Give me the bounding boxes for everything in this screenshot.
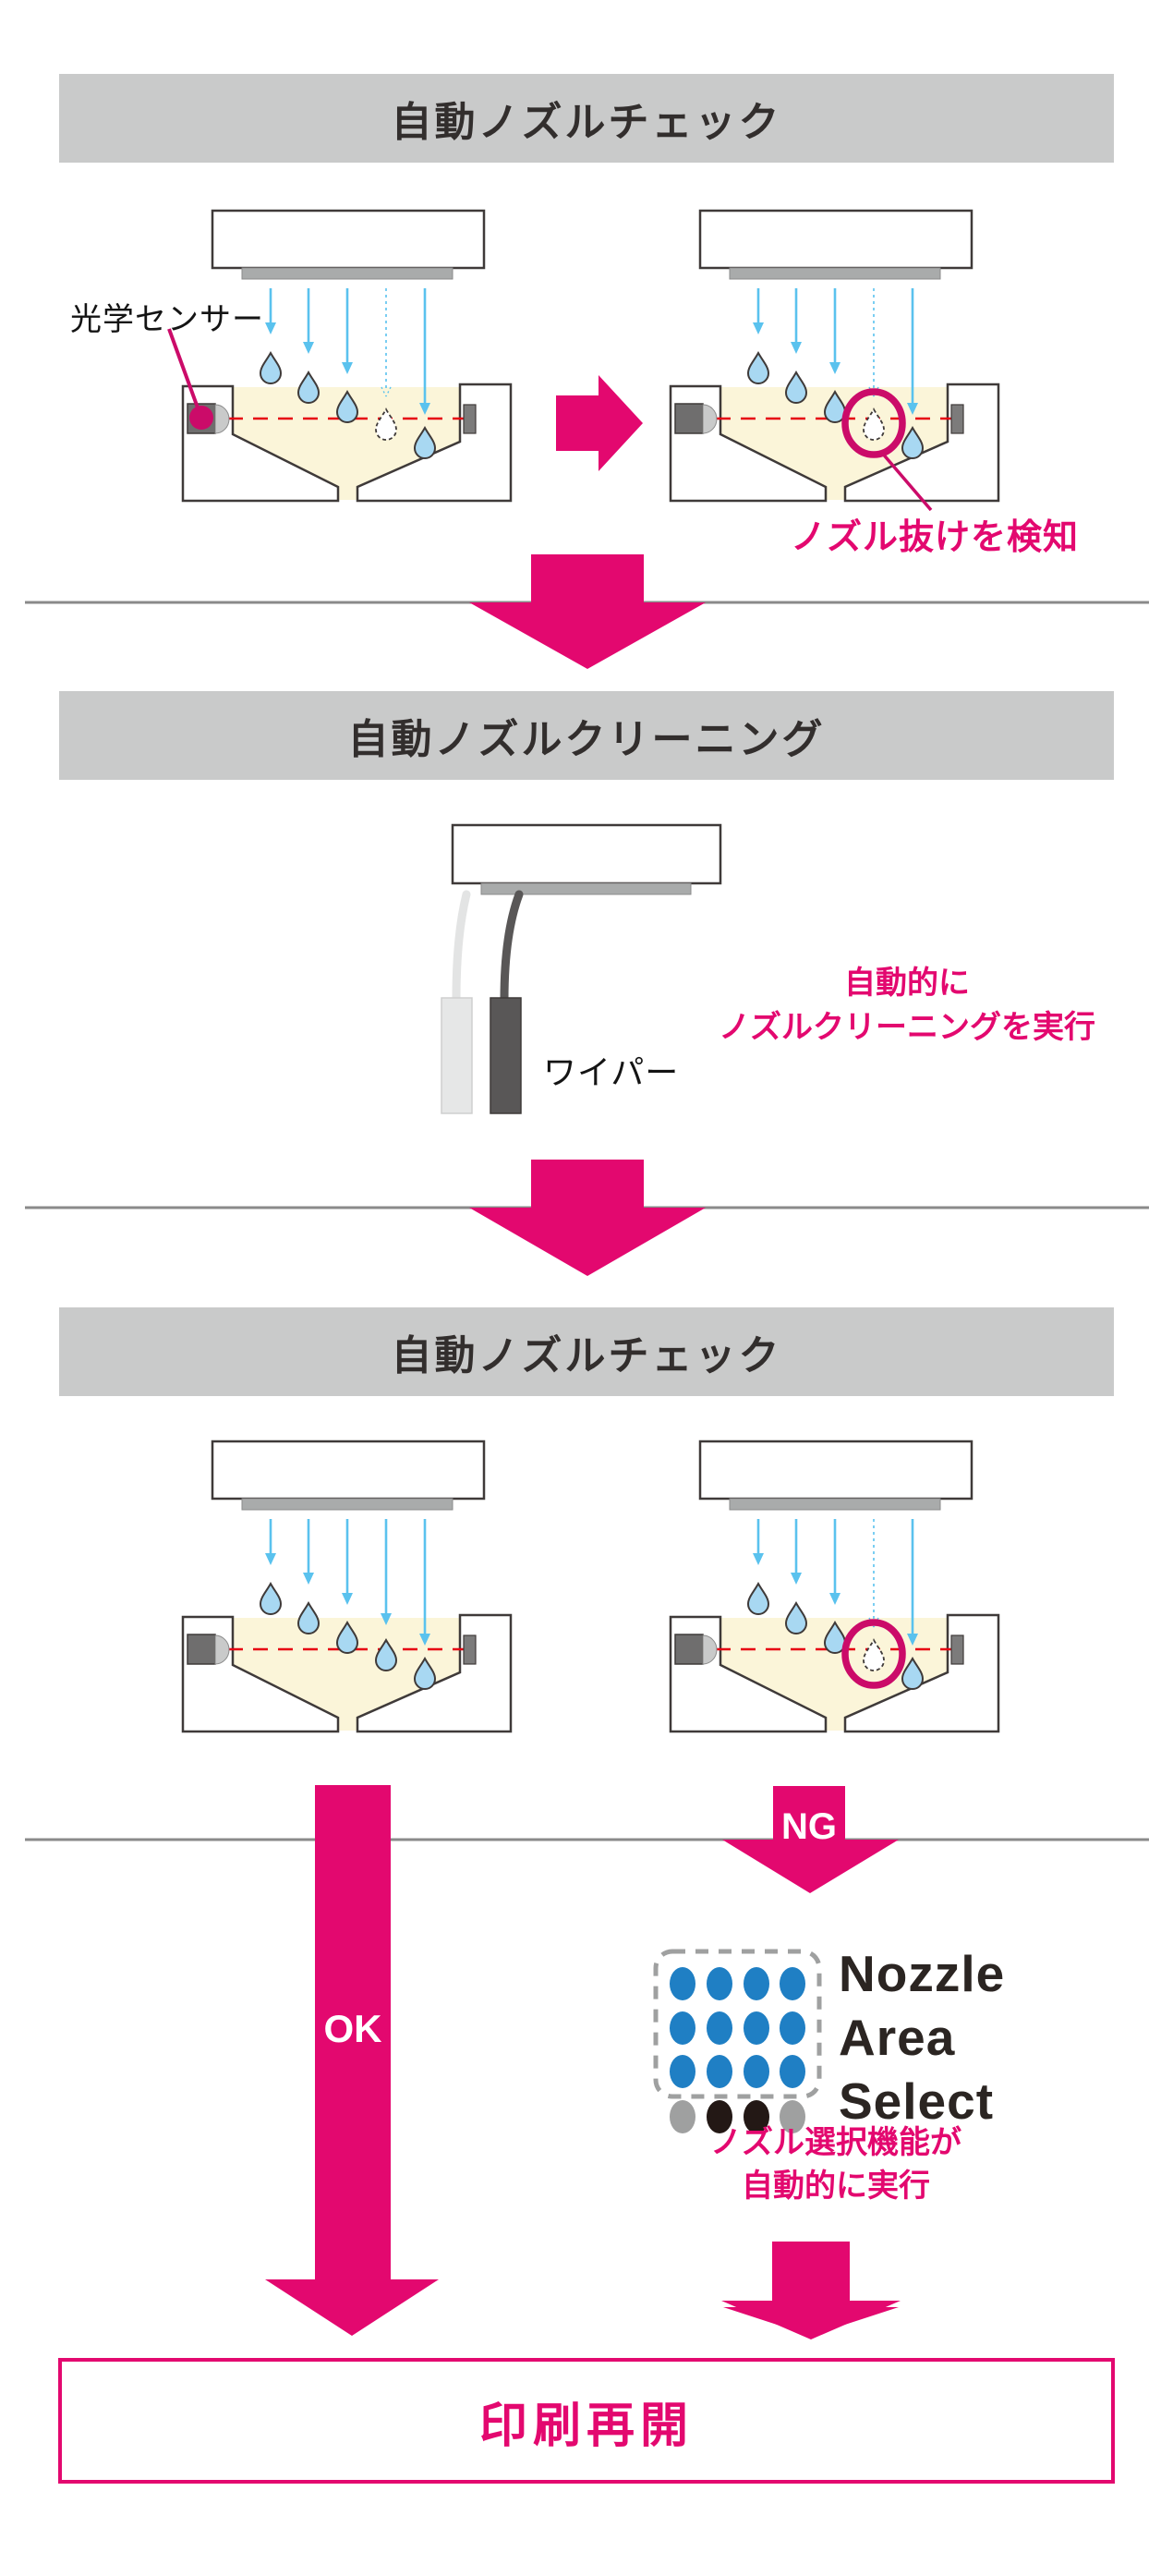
print-head [451, 823, 722, 885]
nozzle-select-note-line2: 自動的に実行 [742, 2169, 930, 2204]
check2-right-diagram [671, 1441, 998, 1732]
section-title: 自動ノズルチェック [391, 1333, 782, 1379]
auto-cleaning-note: 自動的に ノズルクリーニングを実行 [713, 961, 1101, 1050]
wiper-handle-dark-icon [490, 997, 522, 1114]
logo-text-line1: Nozzle [839, 1945, 1006, 2002]
nozzle-area-select-logo-text: Nozzle Area Select [839, 1942, 1005, 2133]
ng-label: NG [781, 1806, 837, 1847]
logo-blue-dot-grid [670, 1967, 805, 2088]
optical-sensor-leader-line [167, 328, 200, 411]
wiper-diagram [441, 823, 722, 1114]
auto-cleaning-note-line1: 自動的に [844, 966, 970, 1001]
wiper-blade-dark-icon [500, 890, 524, 1004]
right-arrow-icon [556, 375, 643, 471]
detect-circle-icon [841, 388, 906, 458]
check1-left-diagram [167, 211, 511, 501]
logo-dashed-border [653, 1949, 822, 2099]
nozzle-select-note: ノズル選択機能が 自動的に実行 [651, 2121, 1021, 2208]
nozzle-missing-label: ノズル抜けを検知 [791, 518, 1080, 557]
wiper-blade-light-icon [452, 890, 471, 1004]
check2-left-diagram [183, 1441, 511, 1732]
ng-down-arrow-icon [722, 1786, 899, 1893]
wiper-handle-light-icon [441, 997, 473, 1114]
auto-cleaning-note-line2: ノズルクリーニングを実行 [719, 1010, 1095, 1045]
nozzle-area-select-logo-mark [653, 1949, 822, 2133]
down-arrow-icon [469, 554, 706, 669]
section-header-check1: 自動ノズルチェック [59, 74, 1114, 163]
section-title: 自動ノズルチェック [391, 100, 782, 145]
section-header-check2: 自動ノズルチェック [59, 1307, 1114, 1396]
ok-label: OK [323, 2007, 382, 2050]
resume-printing-label: 印刷再開 [478, 2399, 694, 2453]
check1-right-diagram [671, 211, 998, 512]
down-arrow-icon [469, 1160, 706, 1276]
ok-down-arrow-icon [265, 1785, 439, 2336]
optical-sensor-label: 光学センサー [70, 302, 264, 337]
logo-text-line2: Area [839, 2009, 956, 2066]
detect-leader-line [879, 450, 933, 512]
optical-sensor-dot-icon [189, 406, 213, 430]
wiper-label: ワイパー [543, 1053, 680, 1091]
down-arrow-icon [721, 2242, 901, 2339]
logo-text-line3: Select [839, 2072, 995, 2130]
nozzle-plate [480, 882, 692, 895]
logo-bottom-dot-row [670, 2100, 805, 2133]
detect-circle-icon [841, 1619, 906, 1689]
nozzle-select-note-line1: ノズル選択機能が [710, 2125, 961, 2160]
resume-printing-box: 印刷再開 [58, 2358, 1115, 2484]
section-header-cleaning: 自動ノズルクリーニング [59, 691, 1114, 780]
section-title: 自動ノズルクリーニング [347, 717, 826, 762]
